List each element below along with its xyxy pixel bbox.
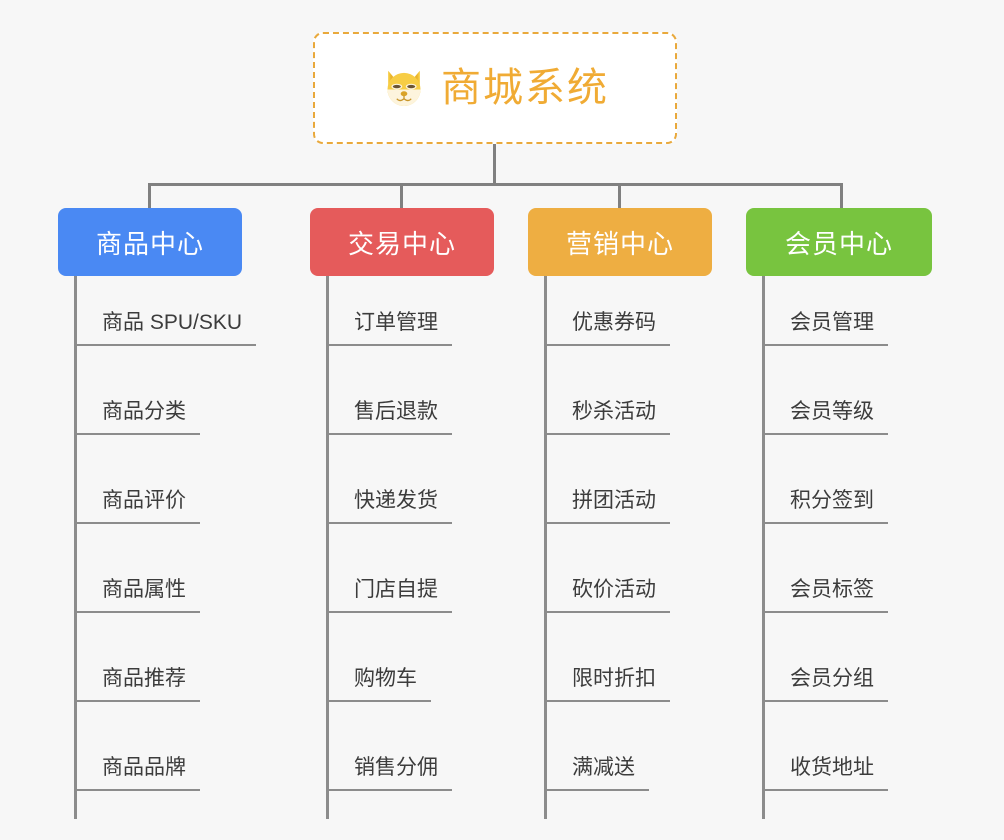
category-label: 会员中心 [784, 228, 893, 259]
category-label: 商品中心 [95, 228, 204, 259]
category-box-4[interactable]: 会员中心 [746, 208, 932, 276]
category-label: 交易中心 [347, 228, 456, 259]
connector-root-stem [493, 144, 496, 186]
category-box-2[interactable]: 交易中心 [310, 208, 494, 276]
leaf-item[interactable]: 快递发货 [326, 486, 452, 524]
leaf-item[interactable]: 购物车 [326, 664, 431, 702]
category-box-3[interactable]: 营销中心 [528, 208, 712, 276]
leaf-item[interactable]: 积分签到 [762, 486, 888, 524]
leaf-item[interactable]: 砍价活动 [544, 575, 670, 613]
branch-2: 订单管理 售后退款 快递发货 门店自提 购物车 销售分佣 [326, 276, 526, 824]
leaf-item[interactable]: 秒杀活动 [544, 397, 670, 435]
leaf-item[interactable]: 商品推荐 [74, 664, 200, 702]
leaf-item[interactable]: 会员标签 [762, 575, 888, 613]
leaf-item[interactable]: 商品品牌 [74, 753, 200, 791]
leaf-item[interactable]: 商品分类 [74, 397, 200, 435]
category-label: 营销中心 [565, 228, 674, 259]
leaf-item[interactable]: 限时折扣 [544, 664, 670, 702]
branch-trunk [74, 276, 77, 819]
root-title: 商城系统 [441, 66, 609, 110]
connector-bus [148, 183, 843, 186]
leaf-item[interactable]: 商品属性 [74, 575, 200, 613]
branch-3: 优惠券码 秒杀活动 拼团活动 砍价活动 限时折扣 满减送 [544, 276, 744, 824]
leaf-item[interactable]: 优惠券码 [544, 308, 670, 346]
leaf-item[interactable]: 商品 SPU/SKU [74, 308, 257, 346]
root-node[interactable]: 商城系统 [313, 32, 677, 144]
leaf-item[interactable]: 会员等级 [762, 397, 888, 435]
leaf-item[interactable]: 商品评价 [74, 486, 200, 524]
connector-drop-1 [148, 183, 151, 208]
leaf-item[interactable]: 收货地址 [762, 753, 888, 791]
leaf-item[interactable]: 拼团活动 [544, 486, 670, 524]
leaf-item[interactable]: 满减送 [544, 753, 649, 791]
leaf-item[interactable]: 售后退款 [326, 397, 452, 435]
branch-1: 商品 SPU/SKU 商品分类 商品评价 商品属性 商品推荐 商品品牌 [74, 276, 304, 824]
branch-4: 会员管理 会员等级 积分签到 会员标签 会员分组 收货地址 [762, 276, 962, 824]
leaf-item[interactable]: 会员管理 [762, 308, 888, 346]
category-box-1[interactable]: 商品中心 [58, 208, 242, 276]
branch-trunk [762, 276, 765, 819]
connector-drop-2 [400, 183, 403, 208]
branch-trunk [544, 276, 547, 819]
leaf-item[interactable]: 门店自提 [326, 575, 452, 613]
connector-drop-3 [618, 183, 621, 208]
connector-drop-4 [840, 183, 843, 208]
leaf-item[interactable]: 订单管理 [326, 308, 452, 346]
leaf-item[interactable]: 销售分佣 [326, 753, 452, 791]
branch-trunk [326, 276, 329, 819]
shiba-dog-icon [387, 70, 421, 106]
leaf-item[interactable]: 会员分组 [762, 664, 888, 702]
